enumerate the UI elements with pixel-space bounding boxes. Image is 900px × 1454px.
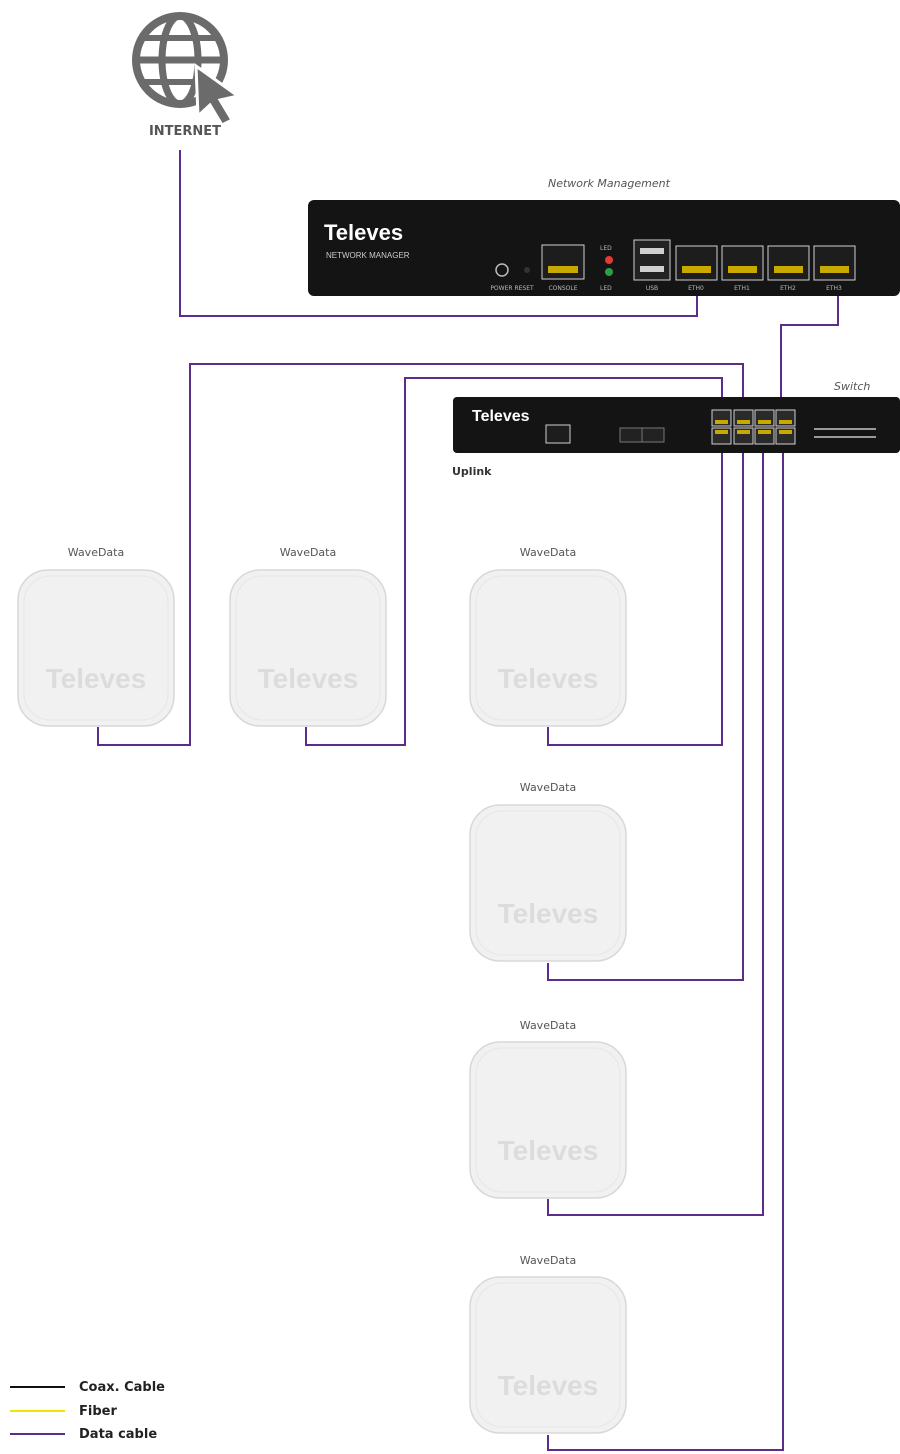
led-green	[605, 268, 613, 276]
access-point-3: Televes	[469, 569, 627, 727]
access-point-2: Televes	[229, 569, 387, 727]
legend-swatch-fiber	[10, 1410, 65, 1412]
legend-item-data-cable: Data cable	[10, 1424, 157, 1444]
cable-ap3	[547, 446, 723, 746]
access-points: Televes Televes Televes Televes Televes …	[17, 569, 627, 1434]
legend-item-fiber: Fiber	[10, 1401, 117, 1421]
svg-text:Televes: Televes	[498, 1370, 599, 1401]
svg-text:Televes: Televes	[258, 663, 359, 694]
network-management-caption: Network Management	[548, 177, 670, 190]
ap-label-3: WaveData	[519, 546, 577, 559]
eth0-port	[675, 245, 718, 281]
cable-ap6	[547, 446, 784, 1451]
console-pins	[548, 266, 578, 273]
access-point-1: Televes	[17, 569, 175, 727]
ap-label-4: WaveData	[519, 781, 577, 794]
access-point-5: Televes	[469, 1041, 627, 1199]
svg-text:Televes: Televes	[498, 663, 599, 694]
legend-label-data-cable: Data cable	[79, 1426, 158, 1442]
port-label-usb: USB	[646, 285, 658, 292]
network-manager-device: Televes NETWORK MANAGER LED LED POWE	[308, 200, 900, 296]
globe-cursor-icon	[132, 12, 242, 127]
port-label-power: POWER RESET	[490, 285, 534, 292]
eth3-port	[813, 245, 856, 281]
svg-text:Televes: Televes	[46, 663, 147, 694]
usb-port	[633, 239, 671, 281]
svg-text:Televes: Televes	[498, 1135, 599, 1166]
ap-label-6: WaveData	[519, 1254, 577, 1267]
data-cables	[97, 150, 839, 1451]
power-icon	[495, 263, 509, 277]
legend-swatch-coax	[10, 1386, 65, 1388]
ap-label-2: WaveData	[279, 546, 337, 559]
port-label-eth0: ETH0	[688, 285, 704, 292]
nm-model: NETWORK MANAGER	[326, 251, 410, 260]
cable-ap4	[547, 446, 744, 981]
legend-label-coax: Coax. Cable	[79, 1379, 165, 1395]
legend-label-fiber: Fiber	[79, 1403, 117, 1419]
access-point-6: Televes	[469, 1276, 627, 1434]
switch-device: Televes	[453, 397, 900, 453]
access-point-4: Televes	[469, 804, 627, 962]
legend-item-coax: Coax. Cable	[10, 1377, 165, 1397]
uplink-label: Uplink	[452, 465, 492, 478]
console-port	[541, 244, 585, 280]
port-label-eth2: ETH2	[780, 285, 796, 292]
eth2-port	[767, 245, 810, 281]
cable-ap1	[97, 363, 744, 746]
reset-button	[524, 267, 530, 273]
port-label-console: CONSOLE	[548, 285, 577, 292]
port-label-eth3: ETH3	[826, 285, 842, 292]
port-label-eth1: ETH1	[734, 285, 750, 292]
switch-caption: Switch	[834, 380, 871, 393]
cable-internet-eth0	[179, 150, 698, 317]
internet-label: INTERNET	[148, 124, 222, 139]
led-red	[605, 256, 613, 264]
led-bottom-label: LED	[600, 285, 612, 292]
cable-eth3-switch	[780, 282, 839, 410]
svg-text:Televes: Televes	[498, 898, 599, 929]
eth1-port	[721, 245, 764, 281]
switch-console-port	[545, 424, 571, 444]
switch-status-leds	[814, 428, 876, 438]
legend-swatch-data-cable	[10, 1433, 65, 1435]
led-top-label: LED	[600, 245, 612, 252]
cable-ap5	[547, 446, 764, 1216]
switch-brand: Televes	[472, 408, 530, 425]
ap-label-5: WaveData	[519, 1019, 577, 1032]
nm-brand: Televes	[324, 220, 403, 245]
cable-ap2	[305, 377, 723, 746]
eth-ports	[675, 245, 856, 281]
ap-label-1: WaveData	[67, 546, 125, 559]
